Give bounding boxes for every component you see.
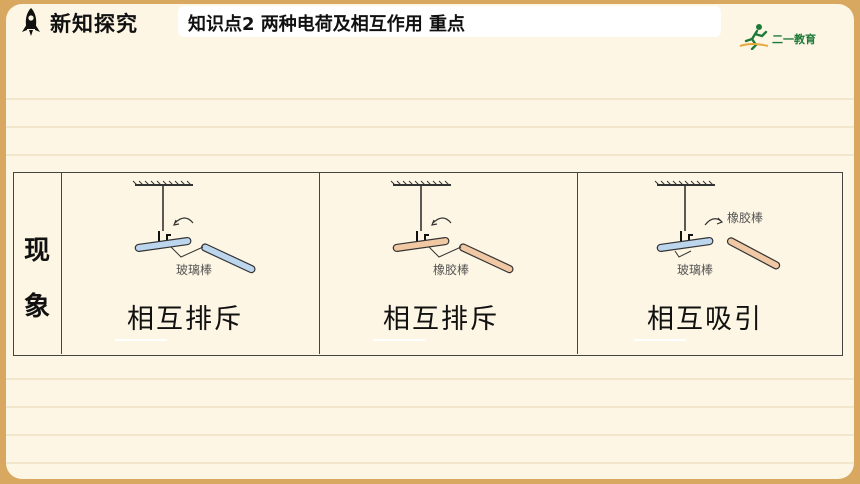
result-text: 相互排斥 xyxy=(383,304,499,335)
runner-icon xyxy=(739,24,769,51)
topic-title: 知识点2 两种电荷及相互作用 重点 xyxy=(188,14,466,35)
section-title: 新知探究 xyxy=(50,12,138,36)
result-text: 相互排斥 xyxy=(127,304,243,335)
ruled-lines xyxy=(6,98,854,464)
row-header-char: 现 xyxy=(23,236,50,266)
logo-text: 二一教育 xyxy=(772,33,816,46)
glass-glass-diagram xyxy=(132,180,256,274)
answer-underline xyxy=(115,339,167,341)
answer-underline xyxy=(634,339,686,341)
content-panel: 新知探究 知识点2 两种电荷及相互作用 重点 二一教育 现 象 xyxy=(6,4,854,479)
row-header-char: 象 xyxy=(23,292,50,322)
rod-label-rubber: 橡胶棒 xyxy=(433,263,470,277)
rod-label-glass: 玻璃棒 xyxy=(176,263,213,277)
rod-label-glass: 玻璃棒 xyxy=(677,263,714,277)
glass-rubber-diagram xyxy=(654,180,781,270)
cell-glass-glass: 玻璃棒 相互排斥 xyxy=(63,173,320,354)
topic-box: 知识点2 两种电荷及相互作用 重点 xyxy=(178,6,721,37)
rod-label-rubber: 橡胶棒 xyxy=(727,211,764,225)
result-text: 相互吸引 xyxy=(647,304,763,335)
cell-glass-rubber: 橡胶棒 玻璃棒 相互吸引 xyxy=(579,173,842,354)
cell-rubber-rubber: 橡胶棒 相互排斥 xyxy=(321,173,578,354)
rocket-icon xyxy=(22,8,40,36)
answer-underline xyxy=(373,339,425,341)
rubber-rubber-diagram xyxy=(390,180,514,274)
brand-logo: 二一教育 xyxy=(738,22,834,51)
row-header: 现 象 xyxy=(14,173,62,354)
phenomenon-table: 现 象 玻璃棒 相 xyxy=(13,172,843,356)
header: 新知探究 知识点2 两种电荷及相互作用 重点 xyxy=(6,4,854,44)
